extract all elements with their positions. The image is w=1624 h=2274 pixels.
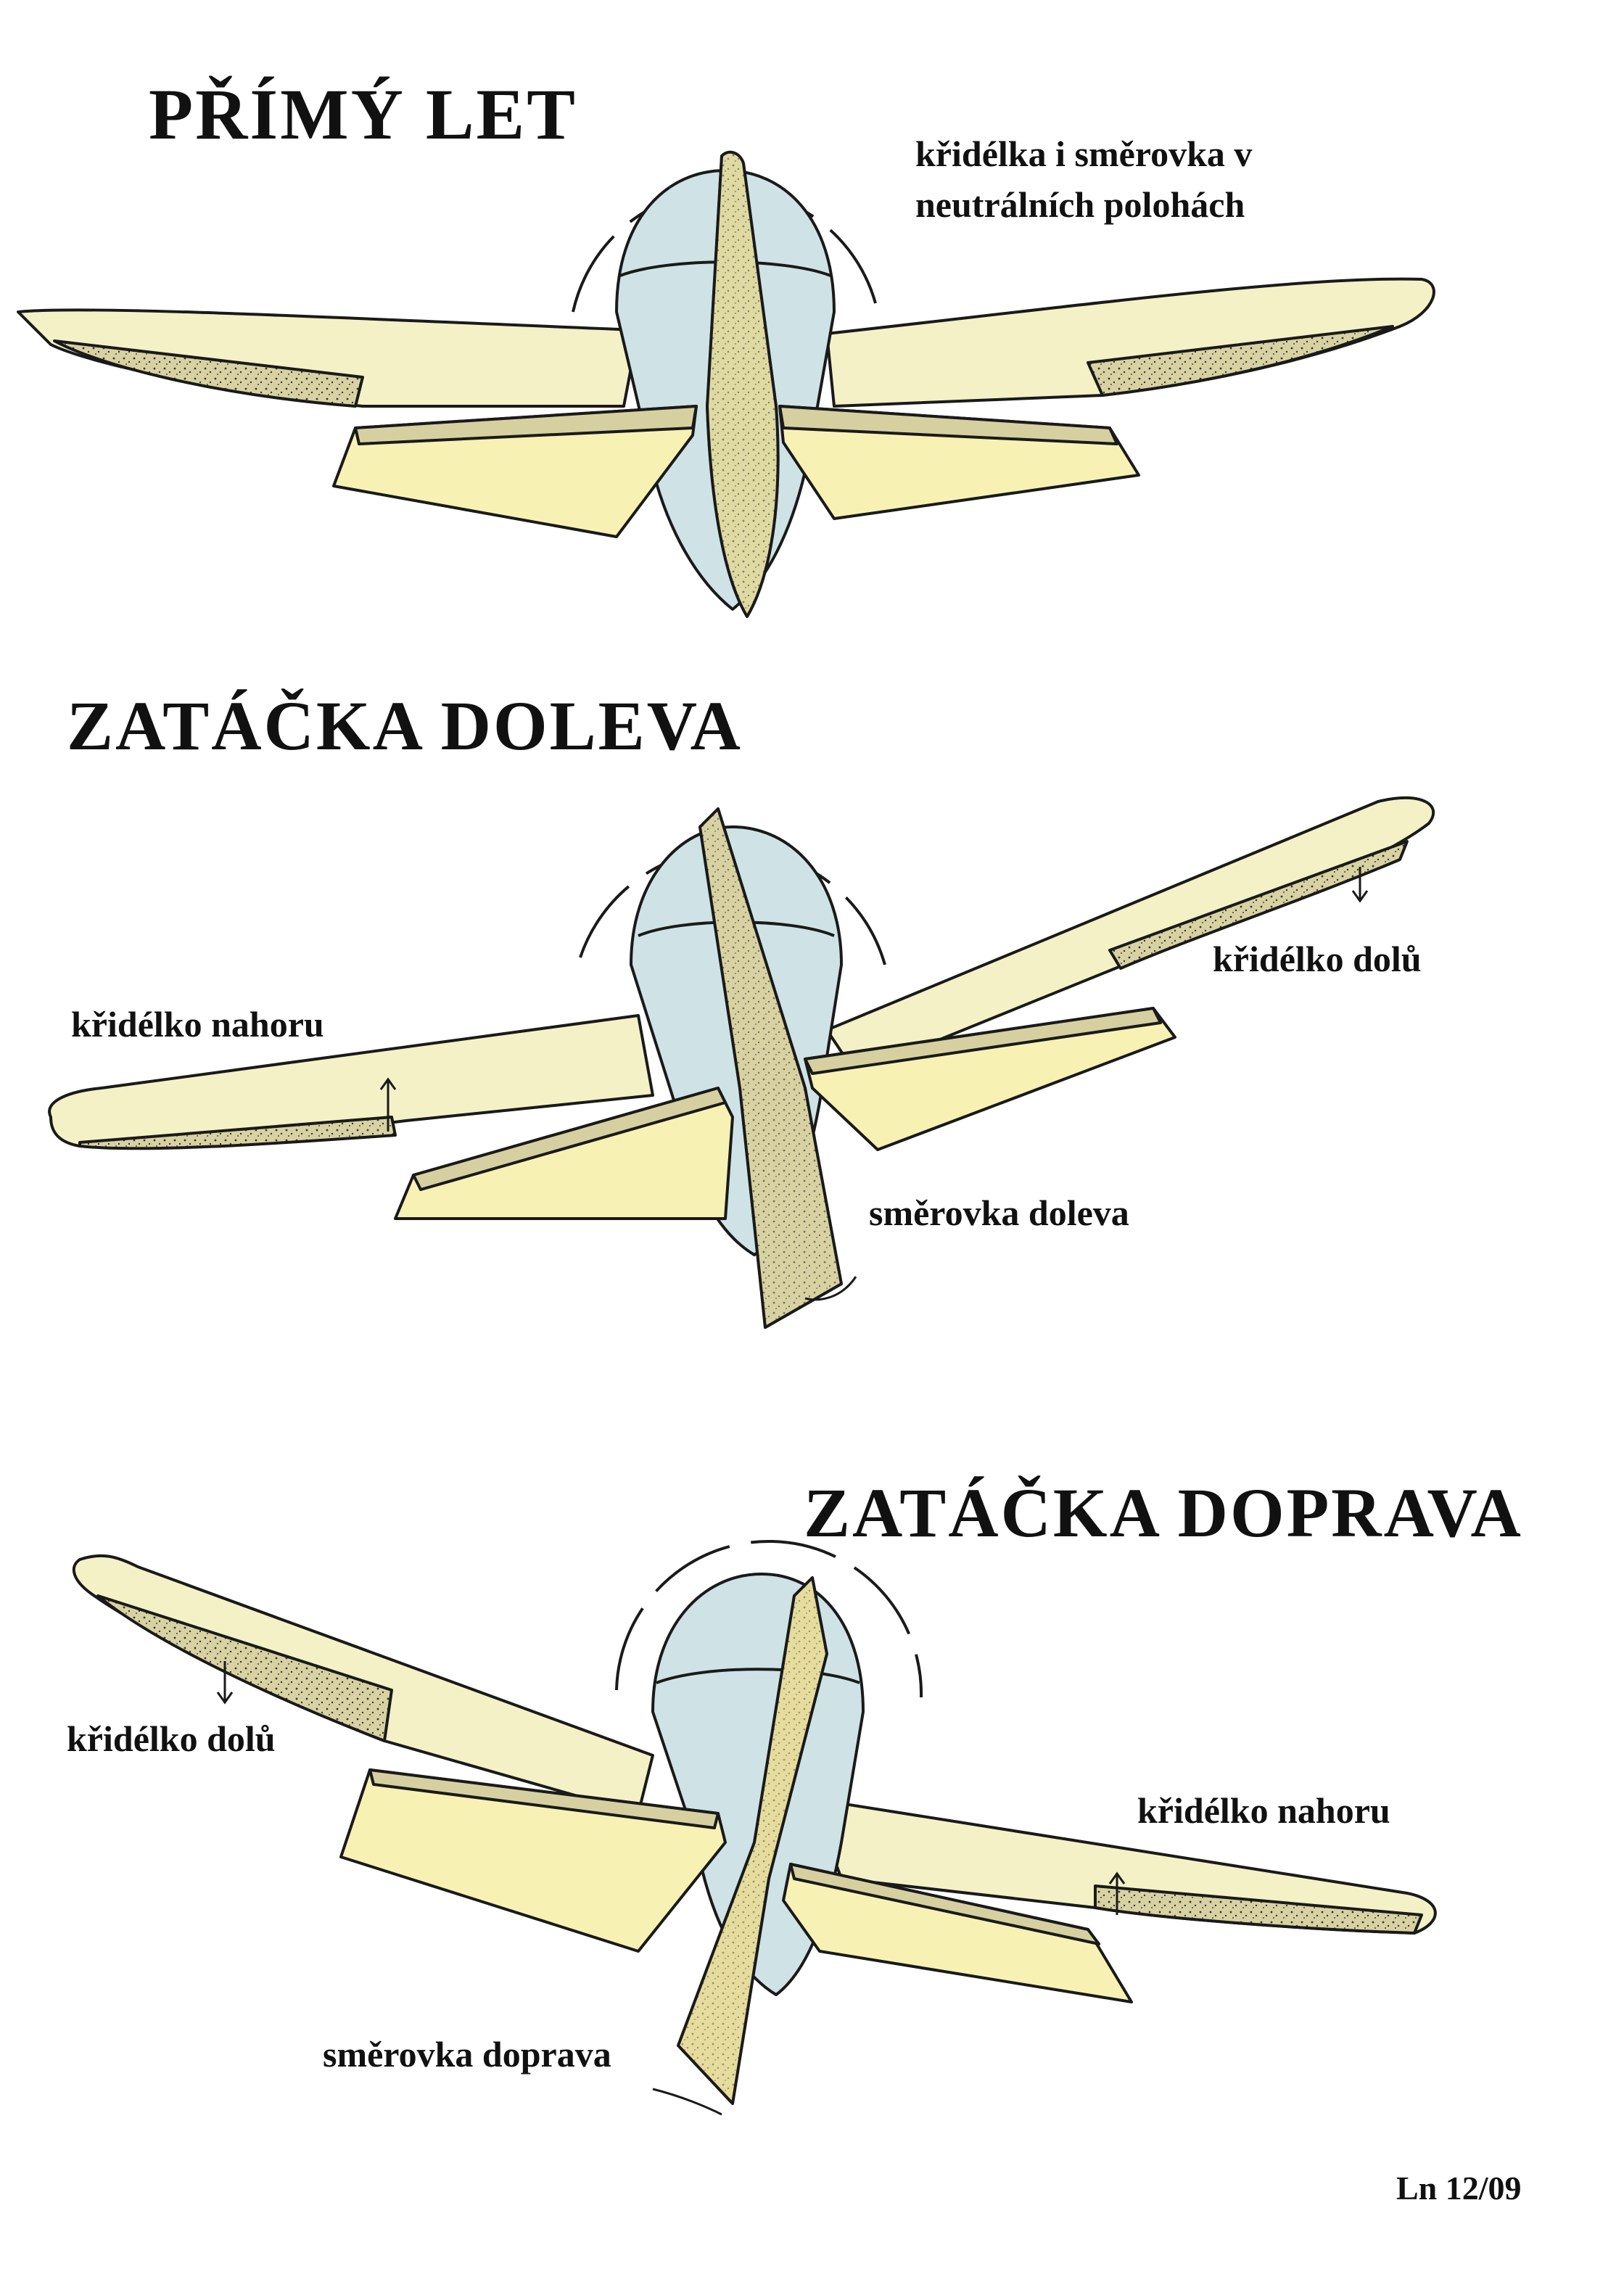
label-right-rudder: směrovka doprava — [323, 2034, 611, 2075]
aircraft-left-turn — [48, 796, 1435, 1329]
title-right-turn: ZATÁČKA DOPRAVA — [804, 1474, 1523, 1552]
title-straight-flight: PŘÍMÝ LET — [149, 74, 577, 155]
label-left-aileron-up: křidélko nahoru — [71, 1004, 324, 1045]
rudder-arrow-icon — [652, 2088, 722, 2116]
title-left-turn: ZATÁČKA DOLEVA — [67, 687, 743, 765]
label-right-aileron-up: křidélko nahoru — [1137, 1790, 1390, 1831]
propeller-arc — [615, 1539, 923, 1698]
propeller-arc — [579, 847, 886, 965]
right-aileron — [1087, 325, 1394, 397]
label-right-aileron-down: křidélko dolů — [67, 1718, 276, 1759]
propeller-arc — [572, 188, 879, 313]
label-left-rudder: směrovka doleva — [869, 1192, 1129, 1233]
left-aileron-up — [78, 1116, 397, 1150]
label-left-aileron-down: křidélko dolů — [1213, 939, 1422, 979]
right-aileron-down — [1108, 840, 1409, 970]
right-aileron-up — [1094, 1884, 1423, 1935]
aircraft-right-turn — [72, 1539, 1437, 2105]
aircraft-straight — [17, 150, 1435, 618]
rudder-arrow-icon — [804, 1276, 857, 1301]
footer-reference: Ln 12/09 — [1396, 2170, 1522, 2207]
left-aileron — [53, 339, 364, 408]
label-neutral-line2: neutrálních polohách — [915, 184, 1245, 225]
deflection-arrows — [216, 867, 1369, 2116]
left-aileron-down — [96, 1594, 393, 1742]
label-neutral-line1: křidélka i směrovka v — [915, 133, 1253, 174]
